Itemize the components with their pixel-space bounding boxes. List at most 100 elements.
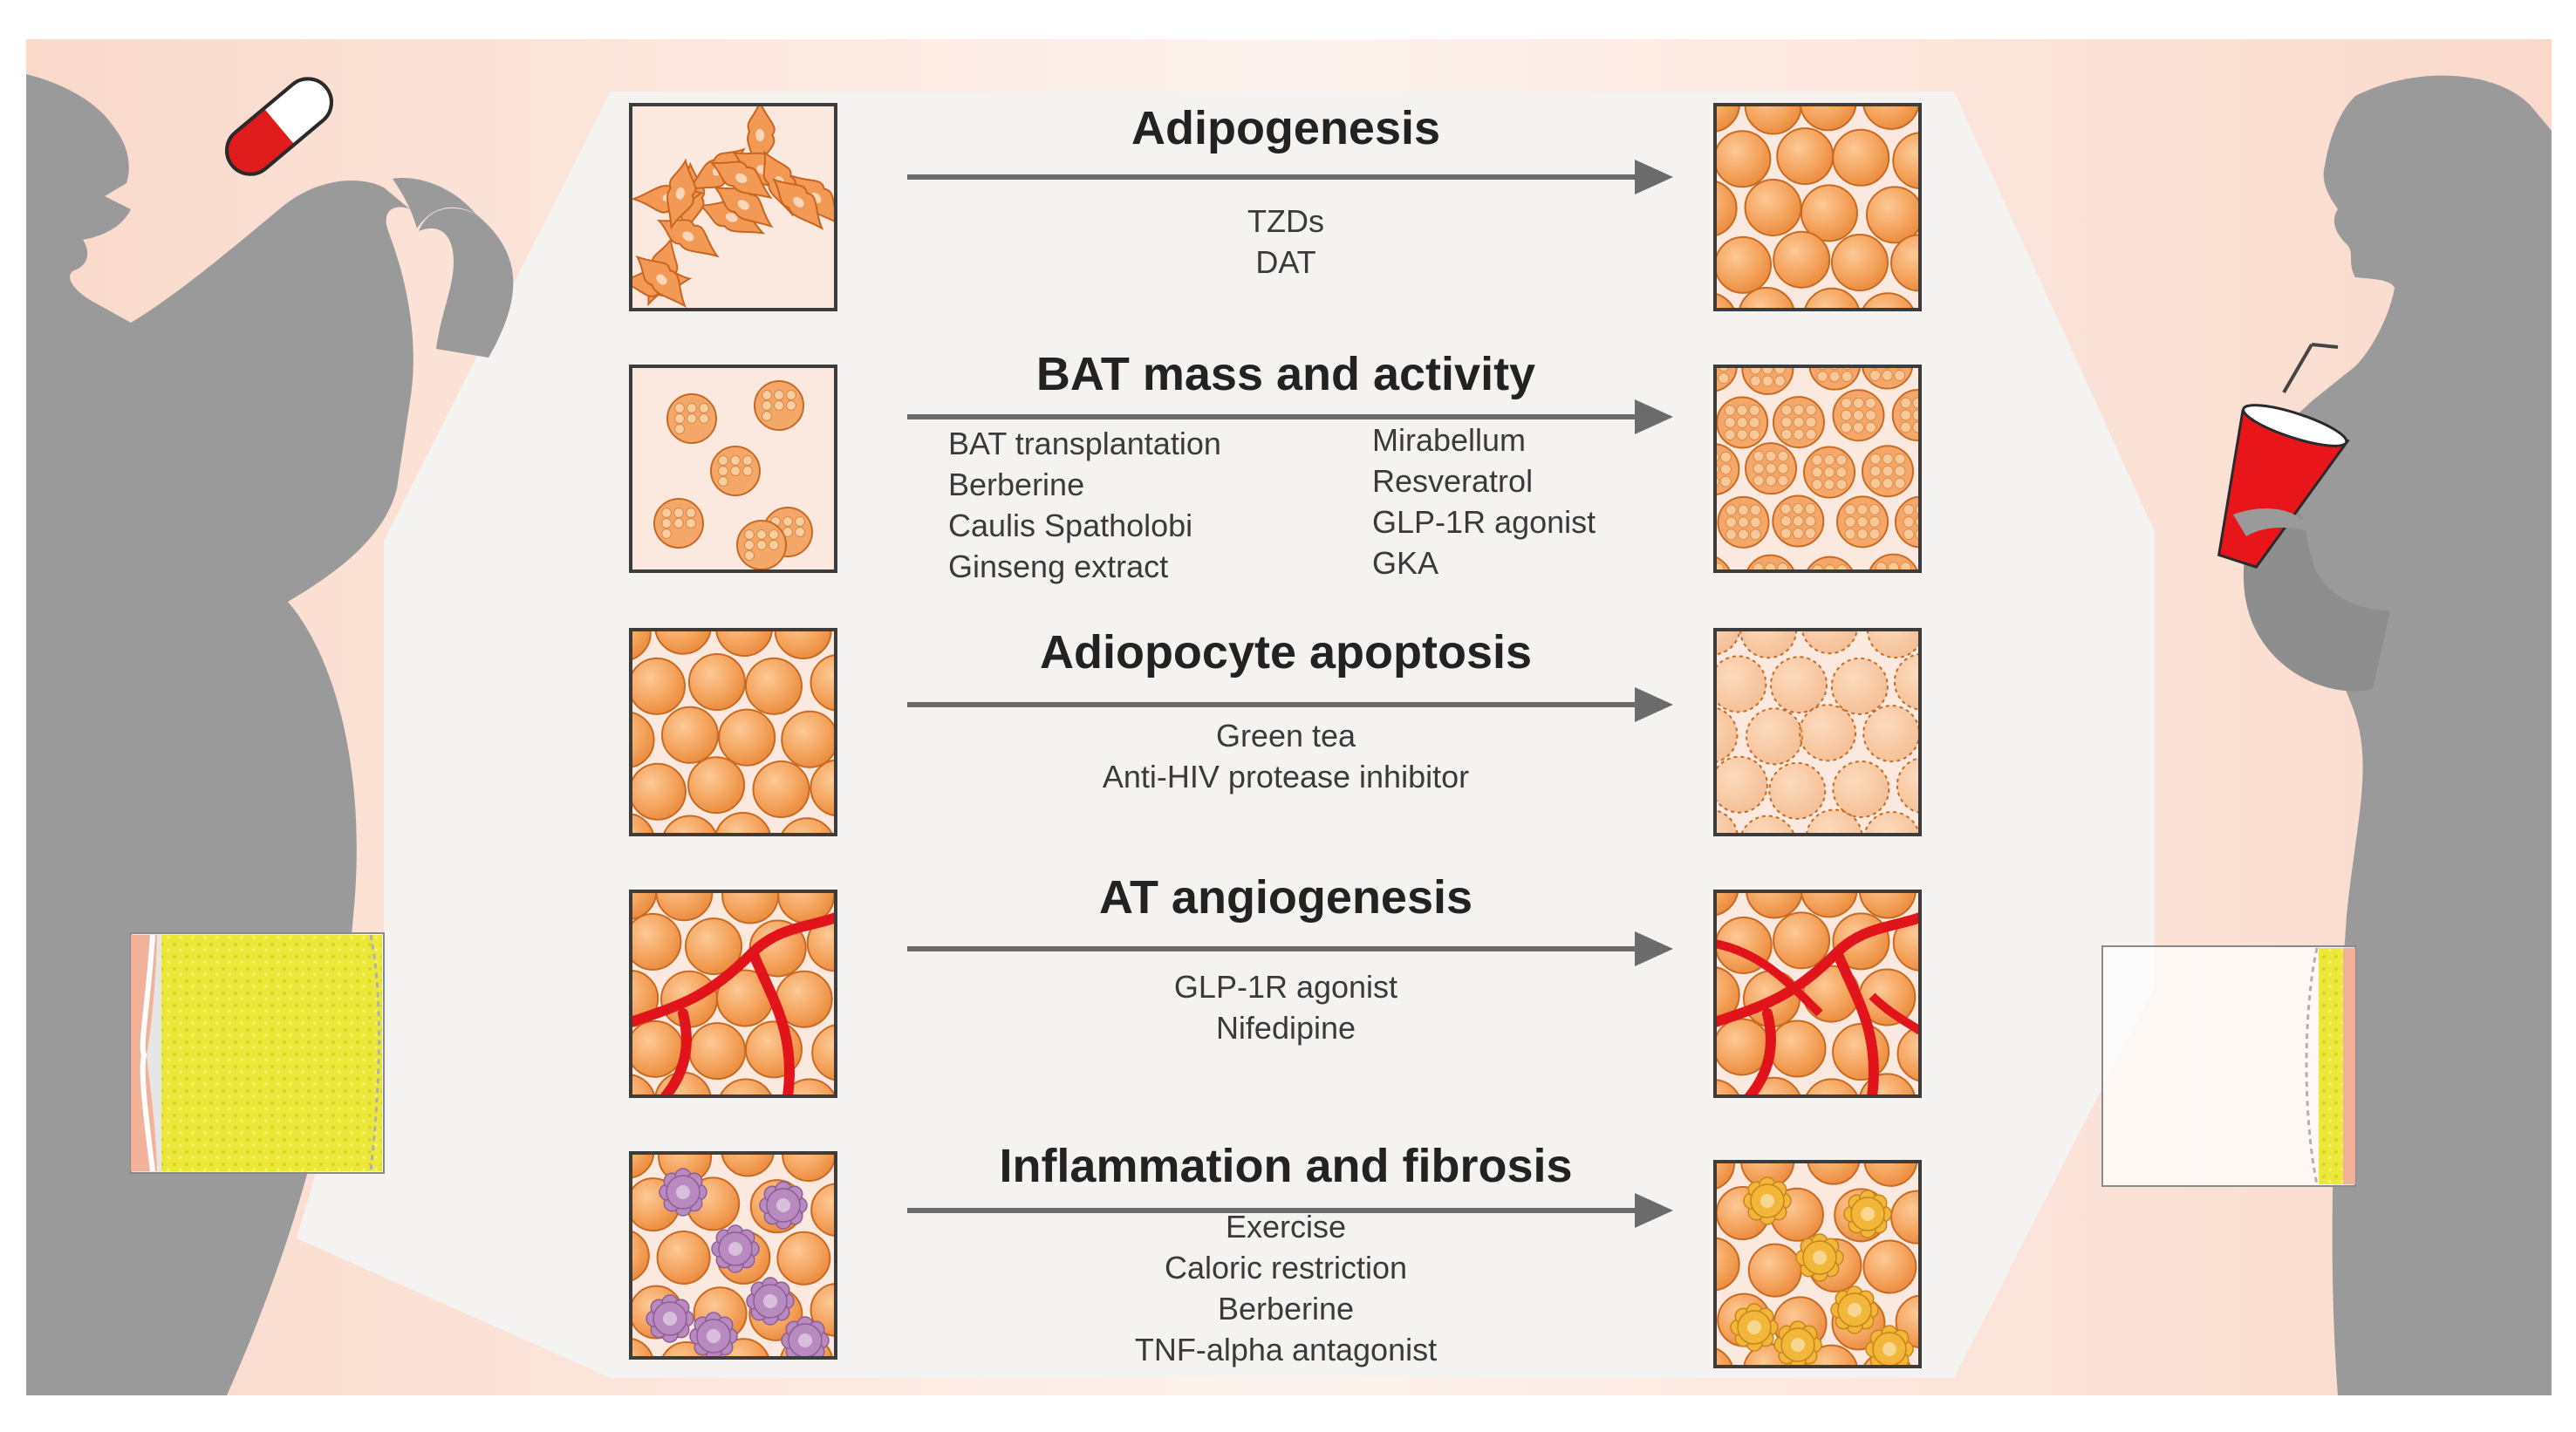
adipocyte: [1744, 178, 1802, 236]
adipocyte: [631, 891, 658, 920]
lipid-droplet: [1912, 409, 1920, 421]
adipocyte: [1800, 184, 1858, 242]
adipocyte: [1776, 127, 1835, 186]
adipocyte: [1805, 808, 1863, 835]
adipocyte: [1715, 1079, 1740, 1096]
lipid-droplet: [1882, 453, 1894, 465]
lipid-droplet: [1793, 416, 1805, 428]
lipid-droplet: [1780, 502, 1792, 515]
row-title-inflammation: Inflammation and fibrosis: [999, 1140, 1573, 1192]
tissue-panel-adipogenesis-before: [631, 105, 836, 310]
adipocyte: [1896, 757, 1920, 814]
adipocyte: [1807, 1162, 1861, 1185]
lipid-droplet: [1719, 451, 1732, 463]
adipocyte: [1715, 235, 1773, 294]
agent-label: Berberine: [1217, 1291, 1355, 1326]
lipid-droplet: [1882, 477, 1894, 489]
lipid-droplet: [1852, 397, 1864, 409]
lipid-droplet: [1823, 479, 1835, 491]
immune-cell: [746, 1277, 795, 1326]
adipocyte: [1746, 707, 1804, 766]
row-agents-inflammation: Exercise Caloric restriction Berberine T…: [898, 1206, 1674, 1370]
adipocyte: [1773, 911, 1831, 970]
immune-cell: [1865, 1325, 1914, 1367]
adipocyte: [1862, 1239, 1917, 1294]
lipid-droplet: [1894, 370, 1906, 382]
lipid-droplet: [1761, 366, 1773, 375]
adipocyte: [811, 1024, 836, 1081]
lipid-droplet: [1900, 409, 1912, 421]
adipocyte: [1863, 1162, 1918, 1187]
adipocyte: [685, 917, 743, 976]
lipid-droplet: [1805, 416, 1817, 428]
lipid-droplet: [1749, 366, 1761, 375]
adipocyte: [631, 1074, 656, 1096]
immune-cell: [1730, 1303, 1779, 1352]
lipid-droplet: [1765, 462, 1777, 474]
adipocyte: [687, 756, 746, 815]
lipid-droplet: [1765, 474, 1777, 487]
adipocyte: [631, 630, 652, 661]
lipid-droplet: [1903, 516, 1915, 528]
adipocyte: [654, 630, 712, 655]
lipid-droplet: [1804, 527, 1816, 539]
lipid-droplet: [1749, 528, 1761, 541]
adipocyte: [780, 817, 834, 835]
lipid-droplet: [1912, 421, 1920, 433]
lipid-droplet: [1724, 417, 1736, 429]
lipid-droplet: [1737, 516, 1749, 528]
lipid-droplet: [1894, 453, 1906, 465]
agent-label: Resveratrol: [1372, 463, 1534, 499]
adipocyte: [1715, 630, 1741, 656]
blood-vessel: [660, 1008, 692, 1096]
adipocyte: [1768, 1019, 1827, 1078]
agent-label: Exercise: [1225, 1209, 1347, 1244]
adipocyte: [1747, 1243, 1802, 1298]
lipid-droplet: [1793, 428, 1805, 440]
lipid-droplet: [1780, 428, 1793, 440]
row-title-adipogenesis: Adipogenesis: [1131, 102, 1441, 154]
adipocyte: [631, 813, 655, 835]
preadipocyte: [656, 219, 720, 258]
lipid-droplet: [1773, 366, 1786, 375]
lipid-droplet: [1804, 515, 1816, 527]
immune-cell: [759, 1181, 808, 1230]
adipocyte: [1715, 105, 1741, 133]
tissue-panel-angiogenesis-after: [1715, 891, 1920, 1096]
arrow-adipogenesis: [907, 160, 1673, 194]
adipocyte: [631, 762, 687, 821]
lipid-droplet: [1852, 409, 1864, 421]
lipid-droplet: [1882, 370, 1894, 382]
adipocyte: [781, 710, 836, 768]
lipid-droplet: [1811, 454, 1823, 467]
adipocyte: [1715, 966, 1740, 1024]
arrow-apoptosis: [907, 687, 1673, 722]
blood-vessel: [1745, 1008, 1776, 1096]
lipid-droplet: [1748, 429, 1760, 441]
immune-cell: [1843, 1190, 1892, 1238]
arrow-angiogenesis: [907, 931, 1673, 966]
adipocyte: [687, 653, 746, 712]
lipid-droplet: [1900, 397, 1912, 409]
adipocyte: [1858, 891, 1917, 919]
lipid-droplet: [1765, 450, 1777, 462]
lipid-droplet: [1844, 515, 1856, 528]
tissue-panel-adipogenesis-after: [1715, 105, 1920, 310]
adipocyte: [782, 1078, 836, 1096]
blood-vessel: [1869, 992, 1920, 1035]
adipocyte: [1805, 1078, 1859, 1096]
adipocyte: [1715, 755, 1768, 814]
blood-vessel: [748, 947, 795, 1096]
lipid-droplet: [1823, 467, 1835, 479]
immune-cell: [781, 1316, 830, 1358]
tissue-panel-apoptosis-after: [1715, 630, 1920, 835]
adipocyte: [714, 811, 772, 835]
lipid-droplet: [1737, 528, 1749, 541]
immune-cell: [1773, 1320, 1822, 1367]
adipocyte: [1866, 630, 1920, 659]
agent-label: Green tea: [1215, 718, 1356, 754]
lipid-droplet: [1828, 371, 1841, 383]
row-agents-angiogenesis: GLP-1R agonist Nifedipine: [898, 966, 1674, 1048]
lipid-droplet: [1805, 428, 1817, 440]
adipocyte: [660, 706, 719, 764]
